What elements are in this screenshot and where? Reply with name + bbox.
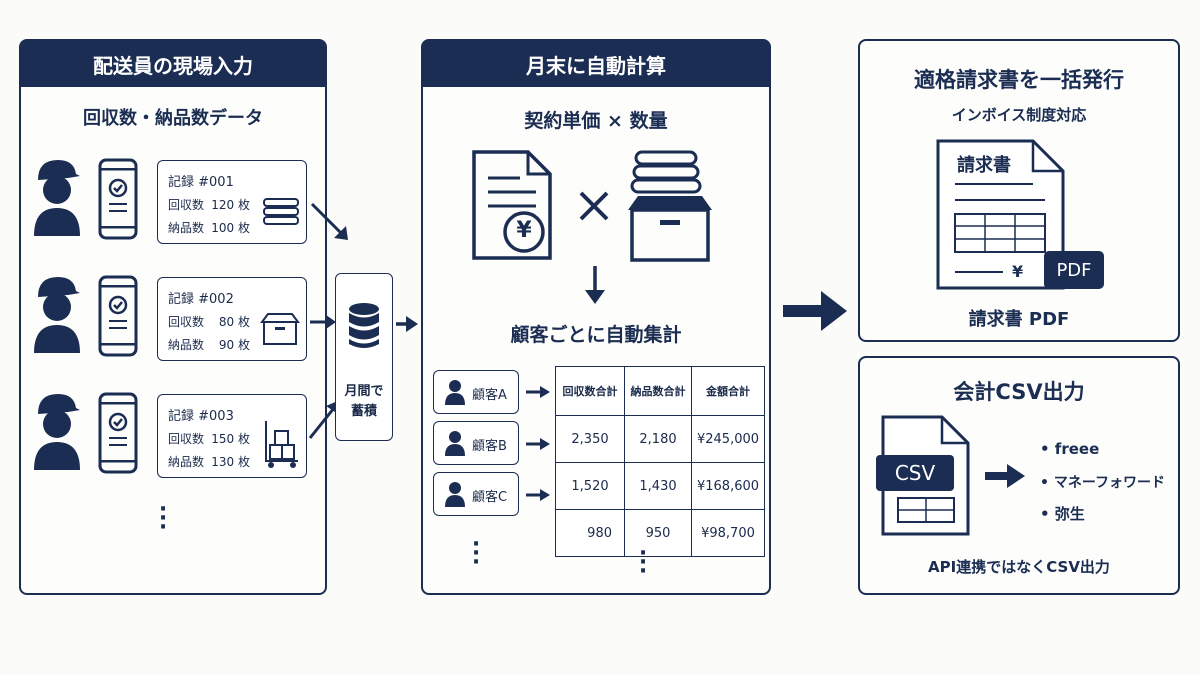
storage-label-line1: 月間で	[344, 384, 384, 399]
person-icon	[445, 431, 465, 456]
box-icon	[260, 313, 300, 345]
recover-value: 150 枚	[211, 432, 251, 446]
multiply-icon	[579, 191, 609, 221]
record-card-001: 記録 #001 回収数 120 枚 納品数 100 枚	[157, 160, 307, 244]
target-freee: • freee	[1040, 440, 1100, 458]
csv-note: API連携ではなくCSV出力	[928, 558, 1110, 576]
deliver-value: 130 枚	[211, 455, 251, 469]
arrow-customer-a	[526, 386, 550, 398]
smartphone-check-icon	[98, 275, 138, 357]
totals-table: 回収数合計 納品数合計 金額合計 2,350 2,180 ¥245,000 1,…	[555, 366, 765, 557]
record-id: 記録 #003	[168, 409, 234, 424]
invoice-yen: ¥	[1012, 262, 1024, 281]
customer-label: 顧客B	[472, 439, 507, 454]
recover-value: 120 枚	[211, 198, 251, 212]
customer-a: 顧客A	[433, 370, 519, 414]
worker-icon	[34, 394, 80, 470]
invoice-caption: 請求書 PDF	[968, 309, 1070, 330]
towels-and-box-icon	[628, 150, 712, 262]
cell-deliver: 1,430	[624, 462, 692, 510]
cell-amount: ¥168,600	[691, 462, 765, 510]
arrow-record2-to-db	[310, 315, 336, 329]
cell-recover: 980	[555, 509, 625, 557]
panel-field-input-title: 配送員の現場入力	[21, 41, 325, 87]
invoice-document-icon	[936, 139, 1065, 290]
smartphone-check-icon	[98, 158, 138, 240]
arrow-db-to-calc	[396, 316, 418, 332]
arrow-down	[585, 266, 605, 304]
hand-cart-icon	[265, 421, 298, 468]
customer-label: 顧客A	[472, 388, 507, 403]
table-header-row: 回収数合計 納品数合計 金額合計	[555, 366, 765, 416]
smartphone-check-icon	[98, 392, 138, 474]
aggregate-label: 顧客ごとに自動集計	[510, 324, 682, 346]
panel-invoice-subtitle: インボイス制度対応	[951, 106, 1087, 124]
table-row: 980 950 ¥98,700	[555, 509, 765, 557]
record-id: 記録 #001	[168, 175, 234, 190]
arrow-calc-to-output	[783, 291, 847, 331]
recover-label: 回収数	[168, 432, 205, 446]
header-recover-total: 回収数合計	[555, 366, 625, 416]
record-card-003: 記録 #003 回収数 150 枚 納品数 130 枚	[157, 394, 307, 478]
yen-symbol: ¥	[516, 218, 532, 243]
customer-c: 顧客C	[433, 472, 519, 516]
deliver-label: 納品数	[168, 455, 205, 469]
table-row: 1,520 1,430 ¥168,600	[555, 462, 765, 510]
cell-amount: ¥245,000	[691, 415, 765, 463]
cell-recover: 1,520	[555, 462, 625, 510]
header-amount-total: 金額合計	[691, 366, 765, 416]
recover-label: 回収数	[168, 198, 205, 212]
worker-icon	[34, 160, 80, 236]
deliver-label: 納品数	[168, 338, 205, 352]
person-icon	[445, 380, 465, 405]
header-deliver-total: 納品数合計	[624, 366, 692, 416]
recover-value: 80 枚	[218, 315, 251, 329]
more-records-ellipsis: ···	[158, 497, 168, 540]
target-yayoi: • 弥生	[1040, 505, 1085, 523]
cell-deliver: 2,180	[624, 415, 692, 463]
panel-field-input-subtitle: 回収数・納品数データ	[83, 108, 263, 129]
panel-auto-calc-title: 月末に自動計算	[423, 41, 769, 87]
person-icon	[445, 482, 465, 507]
panel-csv-title: 会計CSV出力	[953, 380, 1085, 404]
customer-b: 顧客B	[433, 421, 519, 465]
arrow-csv-to-targets	[985, 464, 1025, 488]
arrow-record1-to-db	[310, 202, 348, 240]
deliver-label: 納品数	[168, 221, 205, 235]
formula-label: 契約単価 × 数量	[524, 110, 668, 132]
panel-invoice-title: 適格請求書を一括発行	[914, 68, 1124, 92]
more-customers-ellipsis: ···	[471, 532, 481, 575]
csv-badge: CSV	[876, 455, 954, 491]
arrow-customer-c	[526, 489, 550, 501]
invoice-doc-title: 請求書	[957, 155, 1011, 176]
worker-icon	[34, 277, 80, 353]
cell-recover: 2,350	[555, 415, 625, 463]
database-icon	[349, 303, 379, 348]
contract-document-icon	[472, 150, 552, 260]
arrow-customer-b	[526, 438, 550, 450]
deliver-value: 100 枚	[211, 221, 251, 235]
storage-label-line2: 蓄積	[350, 404, 377, 419]
towel-stack-icon	[263, 198, 299, 225]
deliver-value: 90 枚	[218, 338, 251, 352]
cell-amount: ¥98,700	[691, 509, 765, 557]
target-moneyforward: • マネーフォワード	[1040, 475, 1165, 491]
record-card-002: 記録 #002 回収数 80 枚 納品数 90 枚	[157, 277, 307, 361]
more-rows-ellipsis: ···	[638, 541, 648, 584]
monthly-storage-box: 月間で 蓄積	[335, 273, 393, 441]
recover-label: 回収数	[168, 315, 205, 329]
customer-label: 顧客C	[472, 490, 508, 505]
table-row: 2,350 2,180 ¥245,000	[555, 415, 765, 463]
record-id: 記録 #002	[168, 292, 234, 307]
pdf-badge: PDF	[1044, 251, 1104, 289]
cell-deliver: 950	[624, 509, 692, 557]
